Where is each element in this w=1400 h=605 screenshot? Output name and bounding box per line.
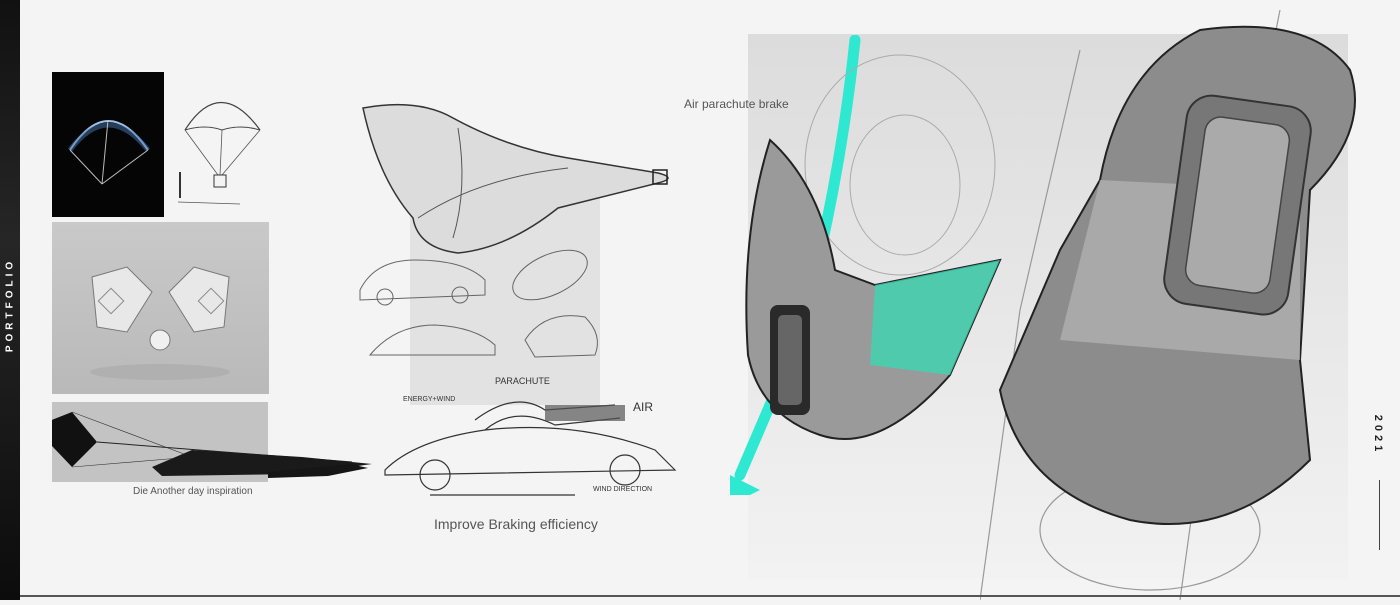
inspiration-caption: Die Another day inspiration [133,486,253,497]
energy-note: ENERGY+WIND [403,396,456,403]
brake-render-main [700,34,1020,505]
brake-pod-sketch [358,98,688,258]
parachute-note: PARACHUTE [495,376,550,386]
bottom-divider [20,595,1400,597]
brake-render-closeup [979,9,1400,601]
drone-render [52,222,269,394]
parachute-brake-caption: Air parachute brake [684,97,789,111]
car-sketches [355,245,605,370]
parachute-photo [52,72,164,217]
year-divider [1379,480,1380,550]
year-label: 2021 [1372,414,1384,456]
portfolio-label: PORTFOLIO [4,257,16,353]
parachute-sketch [170,80,270,215]
braking-caption: Improve Braking efficiency [434,516,598,532]
portfolio-sidebar: PORTFOLIO [0,0,20,600]
car-parachute-image [34,402,372,482]
air-note: AIR [633,400,654,414]
car-parachute-overflow [268,420,368,480]
wind-flow-sketch: PARACHUTE ENERGY+WIND AIR WIND DIRECTION [375,370,695,500]
wind-direction-note: WIND DIRECTION [593,486,653,493]
